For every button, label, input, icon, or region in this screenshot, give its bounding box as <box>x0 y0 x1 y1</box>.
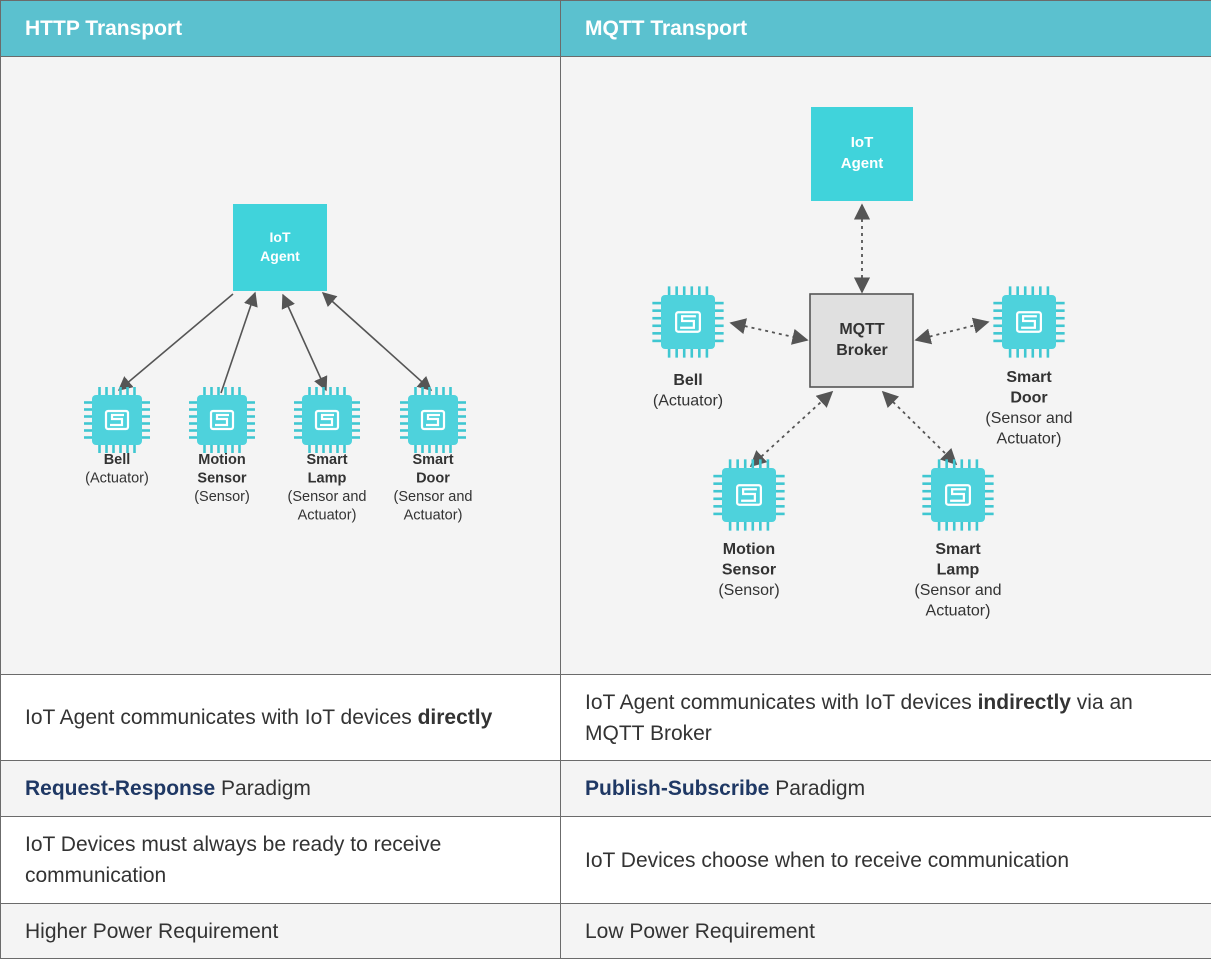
header-http: HTTP Transport <box>0 0 561 57</box>
device-name-label: Sensor <box>722 562 776 579</box>
device-role-label: (Actuator) <box>653 393 723 410</box>
device-role-label: Actuator) <box>926 603 991 620</box>
device-role-label: (Sensor) <box>718 582 779 599</box>
row3-mqtt: IoT Devices choose when to receive commu… <box>560 816 1211 904</box>
connection-arrow <box>220 291 258 394</box>
connection-arrow <box>749 390 834 468</box>
iot-agent-label: IoT <box>851 134 874 151</box>
iot-agent-label: IoT <box>270 229 291 245</box>
device-role-label: (Sensor and <box>985 410 1072 427</box>
microchip-icon <box>652 286 724 358</box>
microchip-icon <box>84 387 150 453</box>
device-name-label: Lamp <box>308 471 347 487</box>
row1-mqtt: IoT Agent communicates with IoT devices … <box>560 674 1211 761</box>
device-role-label: (Sensor and <box>914 582 1001 599</box>
device-name-label: Bell <box>104 452 131 468</box>
connection-arrow <box>281 293 328 392</box>
device-role-label: (Actuator) <box>85 471 149 487</box>
mqtt-broker-label: MQTT <box>839 321 885 338</box>
connection-arrow <box>321 292 433 391</box>
mqtt-broker-label: Broker <box>836 342 888 359</box>
device-name-label: Smart <box>1006 369 1052 386</box>
microchip-icon <box>400 387 466 453</box>
microchip-icon <box>294 387 360 453</box>
microchip-icon <box>189 387 255 453</box>
device-role-label: Actuator) <box>997 431 1062 448</box>
iot-agent-box <box>233 204 327 291</box>
connection-arrow <box>729 318 809 345</box>
device-name-label: Door <box>416 471 450 487</box>
mqtt-broker-box <box>809 293 914 388</box>
mqtt-diagram: IoTAgentMQTTBrokerBell(Actuator)SmartDoo… <box>652 107 1073 620</box>
row3-http: IoT Devices must always be ready to rece… <box>0 816 561 904</box>
row4-mqtt: Low Power Requirement <box>560 903 1211 959</box>
connection-arrow <box>881 390 958 466</box>
microchip-icon <box>993 286 1065 358</box>
iot-agent-label: Agent <box>260 248 300 264</box>
device-role-label: (Sensor and <box>288 489 367 505</box>
row2-mqtt: Publish-Subscribe Paradigm <box>560 760 1211 817</box>
connection-arrow <box>914 317 990 345</box>
device-name-label: Smart <box>306 452 347 468</box>
row4-http: Higher Power Requirement <box>0 903 561 959</box>
device-name-label: Motion <box>723 541 775 558</box>
device-role-label: Actuator) <box>298 508 357 524</box>
iot-agent-box <box>811 107 913 201</box>
device-name-label: Smart <box>935 541 981 558</box>
device-name-label: Door <box>1010 390 1047 407</box>
connection-arrow <box>117 293 234 391</box>
row1-http: IoT Agent communicates with IoT devices … <box>0 674 561 761</box>
device-role-label: (Sensor) <box>194 489 250 505</box>
header-mqtt: MQTT Transport <box>560 0 1211 57</box>
device-name-label: Sensor <box>197 471 247 487</box>
row2-http: Request-Response Paradigm <box>0 760 561 817</box>
device-role-label: Actuator) <box>404 508 463 524</box>
iot-agent-label: Agent <box>841 155 884 172</box>
microchip-icon <box>713 459 785 531</box>
device-name-label: Bell <box>673 372 702 389</box>
device-role-label: (Sensor and <box>394 489 473 505</box>
device-name-label: Lamp <box>937 562 980 579</box>
device-name-label: Motion <box>198 452 246 468</box>
device-name-label: Smart <box>412 452 453 468</box>
microchip-icon <box>922 459 994 531</box>
